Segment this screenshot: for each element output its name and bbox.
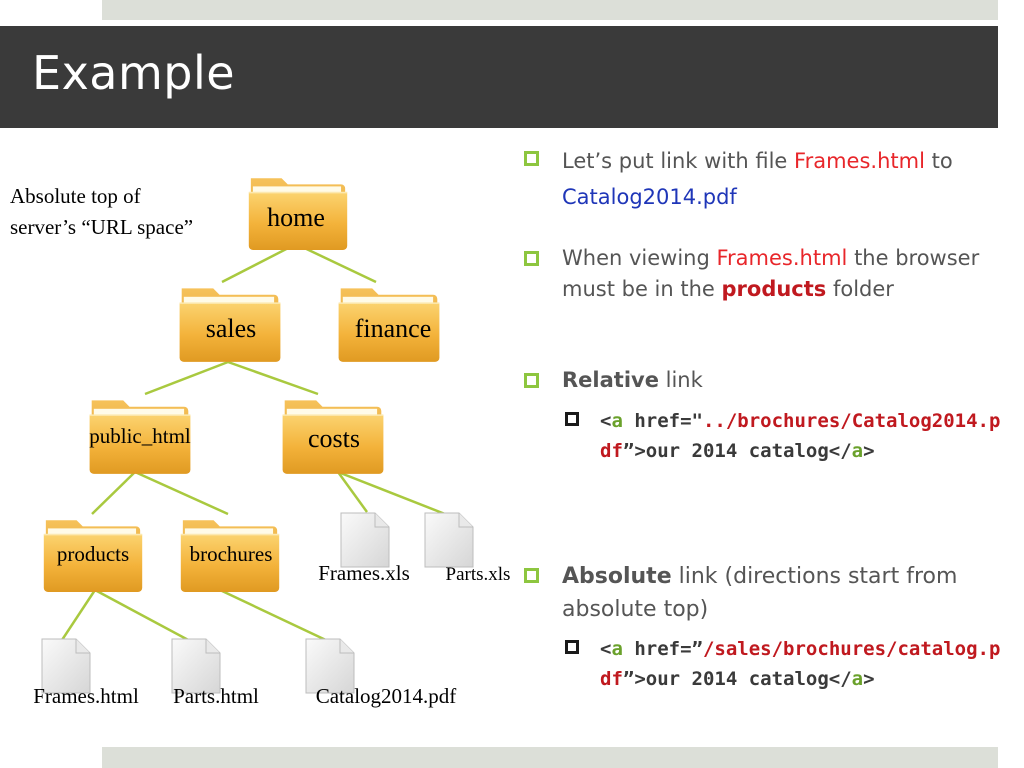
code-close: ”>our 2014 catalog</ — [622, 440, 852, 462]
file-parts-xls-label: Parts.xls — [446, 564, 511, 585]
folder-public-html-label: public_html — [89, 424, 191, 448]
folder-brochures-label: brochures — [190, 542, 273, 566]
bullet-1-post: to — [924, 149, 953, 173]
folder-sales-label: sales — [206, 314, 257, 343]
folder-products-label: products — [57, 542, 129, 566]
bullet-marker-icon — [524, 568, 539, 583]
bullet-3-text: link — [658, 368, 703, 392]
code-absolute-path: /sales/brochures/catalog.pdf — [600, 638, 1001, 690]
file-parts-html-label: Parts.html — [173, 684, 259, 708]
file-parts-xls-icon — [424, 512, 474, 568]
title-bar — [0, 26, 998, 128]
code-href: href=” — [622, 638, 703, 660]
bullet-2-text: When viewing — [562, 246, 717, 270]
bullet-1-target: Catalog2014.pdf — [562, 185, 737, 209]
tree-connectors — [60, 242, 446, 644]
code-tag-a: a — [611, 410, 623, 432]
code-close: ”>our 2014 catalog</ — [622, 668, 852, 690]
file-frames-xls-icon — [340, 512, 390, 568]
code-tag-a-close: a — [851, 668, 864, 690]
bullet-2-folder: products — [721, 277, 827, 301]
slide-title: Example — [32, 46, 236, 100]
code-lt: < — [600, 638, 612, 660]
annotation-line-1: Absolute top of — [10, 184, 141, 208]
bullet-4-bold: Absolute — [562, 564, 672, 589]
code-relative-path: ../brochures/Catalog2014.pdf — [600, 410, 1001, 462]
folder-home-label: home — [267, 203, 325, 232]
bullet-1-text: Let’s put link with file — [562, 149, 795, 173]
annotation-line-2: server’s “URL space” — [10, 215, 193, 239]
code-gt: > — [863, 440, 875, 462]
folder-finance-label: finance — [355, 314, 432, 343]
file-frames-xls-label: Frames.xls — [318, 561, 410, 585]
bullet-4-text: link (directions start from absolute top… — [562, 564, 958, 622]
bullet-marker-icon — [524, 251, 539, 266]
file-catalog-pdf-label: Catalog2014.pdf — [316, 684, 457, 708]
bullet-3-bold: Relative — [562, 368, 659, 392]
code-tag-a: a — [611, 638, 623, 660]
sub-bullet-marker-icon — [565, 640, 579, 654]
bottom-accent-bar — [102, 747, 998, 768]
code-tag-a-close: a — [851, 440, 864, 462]
folder-costs-label: costs — [308, 424, 360, 453]
bullet-2-post: folder — [826, 277, 894, 301]
file-frames-html-label: Frames.html — [33, 684, 139, 708]
code-lt: < — [600, 410, 612, 432]
bullet-marker-icon — [524, 151, 539, 166]
top-accent-bar — [102, 0, 998, 20]
bullet-1-file: Frames.html — [794, 149, 925, 173]
code-gt: > — [863, 668, 875, 690]
folder-tree-diagram: home sales finance public_html costs pro… — [10, 177, 511, 708]
bullet-marker-icon — [524, 373, 539, 388]
sub-bullet-marker-icon — [565, 412, 579, 426]
code-href: href=" — [622, 410, 703, 432]
bullet-2-file: Frames.html — [716, 246, 848, 270]
bullet-2-mid: the browser must be in the — [562, 246, 980, 301]
